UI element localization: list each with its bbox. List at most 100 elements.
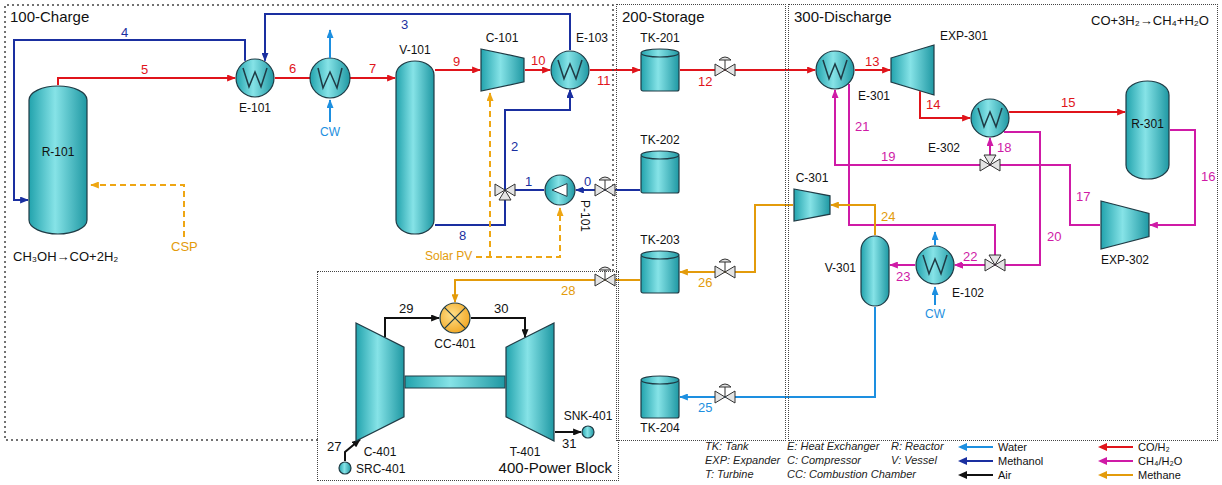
storage-tank: TK-201: [640, 48, 680, 92]
stream-number: 12: [697, 75, 713, 88]
energy-source-label: Solar PV: [424, 250, 473, 262]
cooler: E-102: [915, 245, 955, 285]
abbreviation-key: EXP: Expander: [704, 455, 781, 466]
stream-number: 3: [400, 18, 409, 31]
stream-number: 28: [560, 284, 576, 297]
equipment-tag: V-101: [399, 44, 430, 58]
legend-arrow: [1098, 441, 1134, 453]
legend-arrow: [1098, 469, 1134, 481]
stream-number: 30: [493, 302, 509, 315]
air-source: SRC-401: [338, 461, 352, 475]
air-source-symbol: [338, 461, 352, 475]
process-stream: [525, 69, 550, 71]
legend-item: Methane: [1098, 469, 1181, 481]
storage-tank-symbol: [640, 150, 680, 194]
stream-number: 1: [524, 175, 533, 188]
equipment-tag: T-401: [510, 446, 541, 460]
stream-number: 27: [326, 440, 342, 453]
reactor-vessel: R-101: [28, 85, 88, 235]
equipment-tag: C-301: [796, 172, 829, 186]
section-title: 300-Discharge: [794, 8, 892, 25]
expander-symbol: [1100, 200, 1150, 250]
section-title: 100-Charge: [10, 8, 89, 25]
compressor-symbol: [480, 48, 525, 92]
equipment-tag: TK-203: [640, 234, 679, 248]
valves: [495, 57, 1005, 403]
equipment-tag: SRC-401: [356, 463, 405, 477]
process-stream: [265, 14, 570, 61]
cooler-symbol: [310, 58, 350, 98]
equipment-tag: TK-202: [640, 134, 679, 148]
equipment-tag: C-101: [486, 32, 519, 46]
legend-item: CH₄/H₂O: [1098, 455, 1182, 467]
gas-compressor-symbol: [355, 322, 405, 442]
storage-tank: TK-202: [640, 150, 680, 194]
legend-item: Water: [958, 441, 1027, 453]
legend-text: Water: [998, 441, 1027, 453]
reaction-equation: CH₃OH→CO+2H₂: [12, 250, 119, 263]
cooling-water-arrows: [330, 30, 935, 305]
process-stream: [680, 307, 875, 397]
stream-number: 6: [288, 62, 297, 75]
abbreviation-key: R: Reactor: [890, 441, 945, 452]
storage-tank: TK-203: [640, 250, 680, 294]
heat-exchanger: E-302: [970, 98, 1010, 138]
process-stream: [920, 91, 970, 118]
heat-exchanger-symbol: [970, 98, 1010, 138]
process-stream: [955, 132, 1040, 265]
heat-exchanger-symbol: [550, 50, 590, 90]
abbreviation-key: C: Compressor: [786, 455, 862, 466]
heat-exchanger: E-101: [235, 58, 275, 98]
process-stream: [385, 318, 439, 337]
equipment-tag: E-103: [576, 32, 608, 46]
legend-item: Methanol: [958, 455, 1043, 467]
process-stream: [680, 205, 793, 272]
gas-compressor: C-401: [355, 322, 405, 442]
legend-item: CO/H₂: [1098, 441, 1170, 453]
stream-number: 5: [140, 63, 149, 76]
process-stream: [435, 90, 570, 225]
utility-label: CW: [319, 126, 341, 138]
equipment-tag: E-101: [239, 102, 271, 116]
separator-vessel-symbol: [860, 235, 890, 307]
expander: EXP-302: [1100, 200, 1150, 250]
heat-exchanger: E-103: [550, 50, 590, 90]
abbreviation-key: TK: Tank: [704, 441, 750, 452]
abbreviation-key: V: Vessel: [890, 455, 938, 466]
stream-number: 11: [596, 74, 612, 87]
heat-exchanger-symbol: [815, 50, 855, 90]
equipment-tag: TK-201: [640, 32, 679, 46]
abbreviation-key: T: Turbine: [704, 469, 755, 480]
pump-symbol: [544, 174, 576, 206]
legend-item: Air: [958, 469, 1011, 481]
pump: P-101: [544, 174, 576, 206]
legend-text: Methanol: [998, 455, 1043, 467]
heat-exchanger-symbol: [235, 58, 275, 98]
process-stream: [990, 138, 1100, 225]
storage-tank-symbol: [640, 375, 680, 419]
equipment-tag: V-301: [825, 262, 856, 276]
stream-number: 22: [962, 250, 978, 263]
exhaust-sink: SNK-401: [581, 425, 595, 439]
storage-tank: TK-204: [640, 375, 680, 419]
gas-turbine: T-401: [505, 322, 555, 442]
charge-outline: [5, 5, 613, 440]
section-box: 200-StorageTK-201TK-202TK-203TK-204: [617, 5, 785, 440]
stream-number: 25: [697, 401, 713, 414]
stream-number: 4: [120, 26, 129, 39]
legend-text: CH₄/H₂O: [1138, 455, 1182, 467]
legend-arrow: [958, 441, 994, 453]
turbine-shaft: [405, 376, 505, 388]
stream-number: 8: [458, 229, 467, 242]
stream-number: 17: [1075, 190, 1091, 203]
equipment-tag: R-101: [42, 146, 75, 160]
compressor: C-301: [793, 188, 831, 222]
equipment-tag: EXP-302: [1101, 254, 1149, 268]
equipment-tag: R-301: [1131, 118, 1164, 132]
flash-vessel: V-101: [395, 60, 435, 235]
stream-number: 14: [925, 98, 941, 111]
expander-symbol: [890, 44, 935, 96]
compressor: C-101: [480, 48, 525, 92]
equipment-tag: E-301: [858, 90, 890, 104]
equipment-tag: C-401: [364, 446, 397, 460]
